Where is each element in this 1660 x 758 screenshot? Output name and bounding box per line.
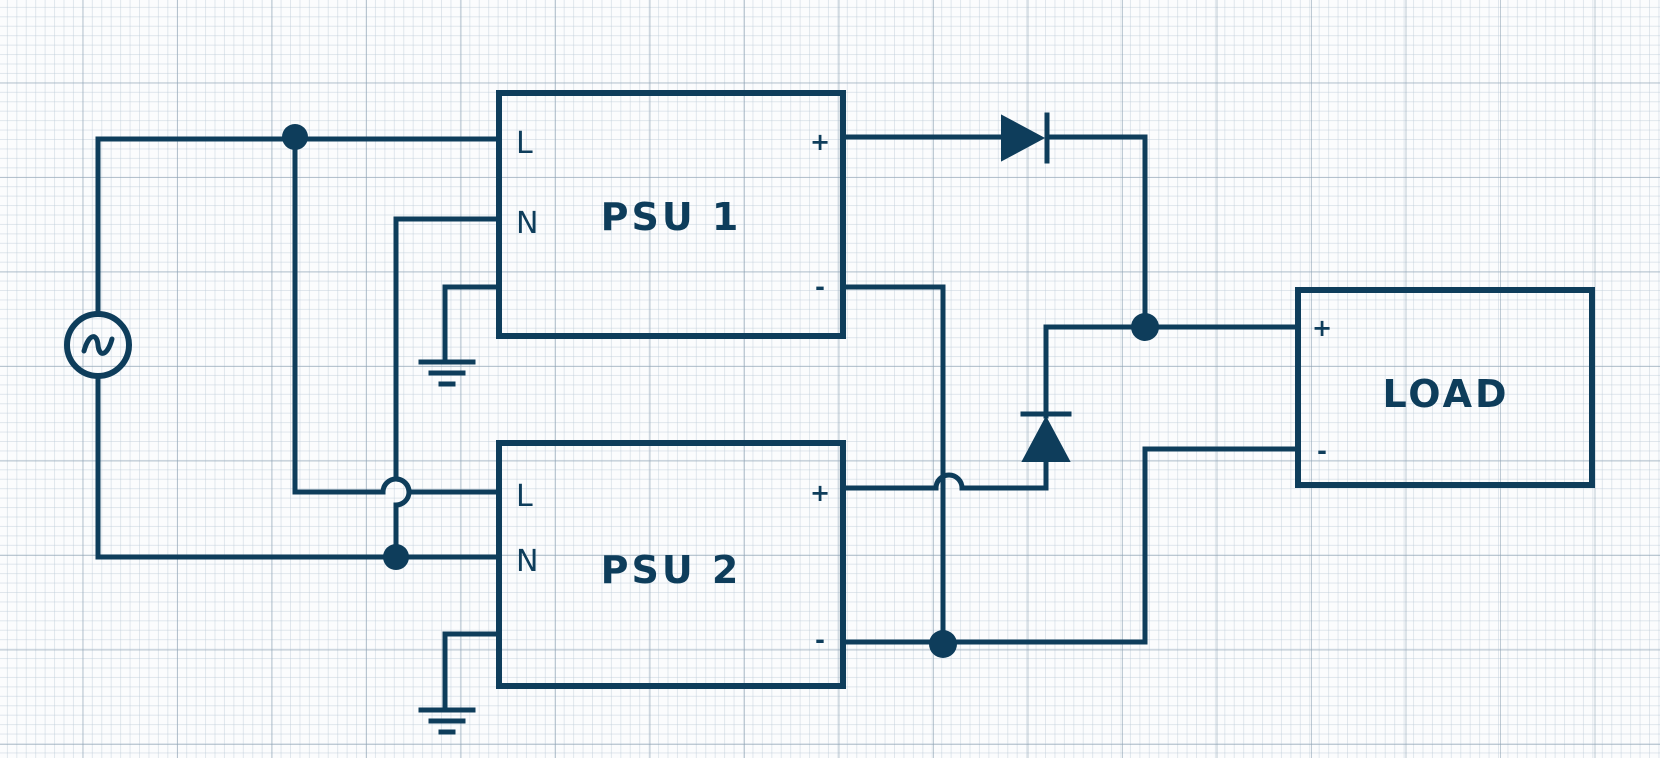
wire-neutral-main — [95, 373, 500, 560]
psu2-title: PSU 2 — [601, 548, 742, 592]
psu1-pin-n: N — [516, 206, 538, 241]
diode-icon — [1001, 114, 1046, 162]
junction-dot — [1131, 313, 1159, 341]
load-pin-plus: + — [1312, 314, 1332, 342]
wire-load-minus — [940, 446, 1301, 645]
ground-psu1 — [418, 284, 500, 387]
psu2-pin-minus: - — [815, 626, 825, 654]
ground-psu2 — [418, 631, 500, 735]
psu1-pin-l: L — [516, 126, 533, 161]
psu1-pin-minus: - — [815, 273, 825, 301]
psu1-box — [496, 90, 846, 339]
wire-diode2-anode — [959, 458, 1049, 491]
load-box — [1295, 287, 1595, 488]
junction-dot — [383, 544, 409, 570]
junction-dot — [929, 630, 957, 658]
wire-diode1-to-load — [1044, 134, 1148, 330]
load-pin-minus: - — [1317, 437, 1327, 465]
output-wiring — [840, 112, 1301, 658]
wire-neutral-psu1-up — [393, 216, 500, 482]
junction-dot — [282, 124, 308, 150]
wire-live-main — [95, 136, 500, 317]
diode-icon — [1021, 415, 1071, 462]
wire-crossover — [393, 476, 412, 508]
psu2-pin-n: N — [516, 544, 538, 579]
ac-source-wave — [81, 334, 115, 356]
wire-live-psu2 — [292, 136, 386, 495]
psu1-block: PSU 1 L N + - — [496, 90, 846, 339]
load-title: LOAD — [1382, 372, 1509, 416]
psu2-pin-l: L — [516, 479, 533, 514]
wire-diode2-to-load — [1043, 324, 1148, 419]
wire-psu1-minus — [840, 284, 946, 645]
psu1-pin-plus: + — [810, 128, 830, 156]
load-block: LOAD + - — [1295, 287, 1595, 488]
psu2-block: PSU 2 L N + - — [496, 440, 846, 689]
wire-crossover — [933, 472, 965, 491]
ac-source — [64, 311, 132, 379]
psu2-pin-plus: + — [810, 479, 830, 507]
mains-wiring — [95, 124, 500, 570]
psu2-box — [496, 440, 846, 689]
psu1-title: PSU 1 — [601, 195, 742, 239]
